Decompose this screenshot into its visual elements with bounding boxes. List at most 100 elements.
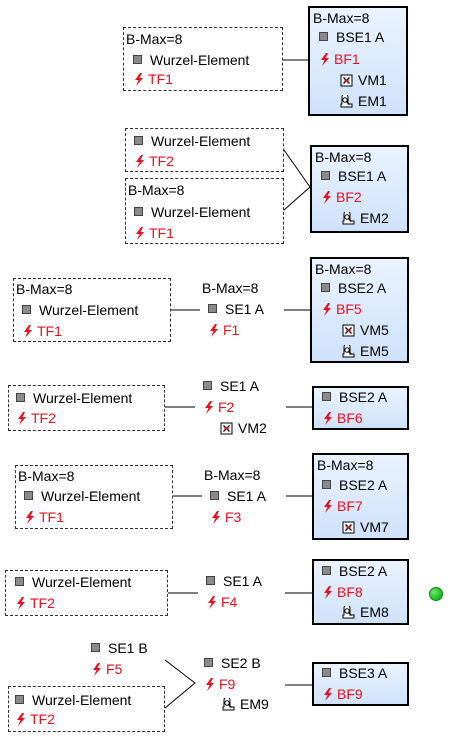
fault-lightning-icon [134,227,145,240]
target-box-g5[interactable]: B-Max=8 BSE2 A BF7 VM7 [312,453,409,540]
detector-icon [342,606,355,619]
tf-label: TF1 [37,323,62,339]
em-row: EM5 [342,343,389,360]
fault-lightning-icon [319,53,330,66]
se-label: SE1 A [223,573,262,589]
se-label: SE1 A [220,378,259,394]
bse-label: BSE3 A [339,665,388,681]
wurzel-element-label: Wurzel-Element [41,488,141,504]
element-square-icon [15,576,24,586]
bse-row: BSE2 A [322,477,387,494]
target-box-g1[interactable]: B-Max=8 BSE1 A BF1 VM1 EM1 [308,6,408,116]
status-dot [429,587,443,601]
bse-row: BSE3 A [322,665,387,682]
fault-lightning-icon [321,303,332,316]
source-box-g4[interactable]: Wurzel-Element TF2 [8,385,165,431]
detector-icon [340,95,353,108]
intermediate-g5[interactable]: B-Max=8 SE1 A F3 [202,467,286,529]
element-square-icon [15,694,24,704]
element-square-icon [133,54,142,64]
wurzel-element-row: Wurzel-Element [24,488,140,505]
bse-row: BSE2 A [322,563,387,580]
wurzel-element-row: Wurzel-Element [15,692,131,709]
se-row: SE1 B [91,640,148,657]
target-box-g4[interactable]: BSE2 A BF6 [312,386,409,430]
tf-row: TF2 [15,711,55,728]
bf-row: BF9 [322,686,363,703]
bse-row: BSE2 A [321,280,386,297]
bf-label: BF1 [334,51,360,67]
source-box-g2-b[interactable]: B-Max=8 Wurzel-Element TF1 [125,178,284,244]
intermediate-g6[interactable]: SE1 A F4 [198,571,286,613]
f-label: F3 [225,509,242,525]
f-row: F3 [210,509,241,526]
fault-lightning-icon [24,511,35,524]
vm-label: VM5 [360,322,389,338]
element-square-icon [319,31,328,41]
element-square-icon [208,303,217,313]
intermediate-g7[interactable]: SE2 B F9 EM9 [196,655,286,717]
em-row: EM2 [342,210,389,227]
vm-label: VM7 [360,519,389,535]
target-box-g6[interactable]: BSE2 A BF8 EM8 [312,559,409,625]
bse-label: BSE2 A [339,563,388,579]
se-row: SE1 A [208,301,264,318]
fault-lightning-icon [322,412,333,425]
detector-icon [222,698,235,711]
bf-label: BF8 [337,584,363,600]
element-square-icon [322,565,331,575]
wurzel-element-label: Wurzel-Element [151,204,251,220]
wurzel-element-label: Wurzel-Element [151,133,251,149]
source-box-g7[interactable]: Wurzel-Element TF2 [8,686,165,732]
target-box-g2[interactable]: B-Max=8 BSE1 A BF2 EM2 [310,145,409,233]
f-label: F9 [219,676,236,692]
source-box-g6[interactable]: Wurzel-Element TF2 [5,570,168,616]
f-label: F4 [221,594,238,610]
fault-lightning-icon [203,401,214,414]
bmax-label: B-Max=8 [315,261,372,277]
source-box-g2-a[interactable]: Wurzel-Element TF2 [125,128,284,172]
em-row: EM1 [340,93,387,110]
element-se1b[interactable]: SE1 B F5 [85,638,165,680]
se-label: SE2 B [221,655,261,671]
element-square-icon [22,304,31,314]
bf-label: BF2 [336,189,362,205]
fault-lightning-icon [133,73,144,86]
tf-label: TF2 [149,153,174,169]
vm-label: VM2 [238,420,267,436]
source-box-g3[interactable]: B-Max=8 Wurzel-Element TF1 [13,278,171,342]
tf-row: TF1 [24,509,64,526]
bf-label: BF7 [337,498,363,514]
f-row: F5 [91,661,122,678]
element-square-icon [134,206,143,216]
element-square-icon [24,490,33,500]
bf-label: BF9 [337,686,363,702]
target-box-g7[interactable]: BSE3 A BF9 [312,662,409,706]
target-box-g3[interactable]: B-Max=8 BSE2 A BF5 VM5 EM5 [310,257,409,363]
element-square-icon [206,575,215,585]
f-row: F2 [203,399,234,416]
vm-row: VM1 [340,72,387,89]
fault-lightning-icon [22,325,33,338]
em-row: EM8 [342,604,389,621]
se-row: SE1 A [206,573,262,590]
wurzel-element-row: Wurzel-Element [134,133,250,150]
f-row: F9 [204,676,235,693]
vm-row: VM2 [220,420,267,437]
bse-row: BSE1 A [321,168,386,185]
tf-label: TF2 [30,595,55,611]
bmax-label: B-Max=8 [16,281,73,297]
source-box-g5[interactable]: B-Max=8 Wurzel-Element TF1 [15,465,173,529]
source-box-g1[interactable]: B-Max=8 Wurzel-Element TF1 [123,27,283,91]
wurzel-element-label: Wurzel-Element [150,52,250,68]
element-square-icon [204,657,213,667]
intermediate-g4[interactable]: SE1 A F2 VM2 [195,378,287,440]
em-label: EM5 [360,343,389,359]
fault-lightning-icon [322,500,333,513]
bf-row: BF2 [321,189,362,206]
em-label: EM2 [360,210,389,226]
intermediate-g3[interactable]: B-Max=8 SE1 A F1 [200,280,284,342]
f-row: F4 [206,594,237,611]
bmax-label: B-Max=8 [128,182,185,198]
